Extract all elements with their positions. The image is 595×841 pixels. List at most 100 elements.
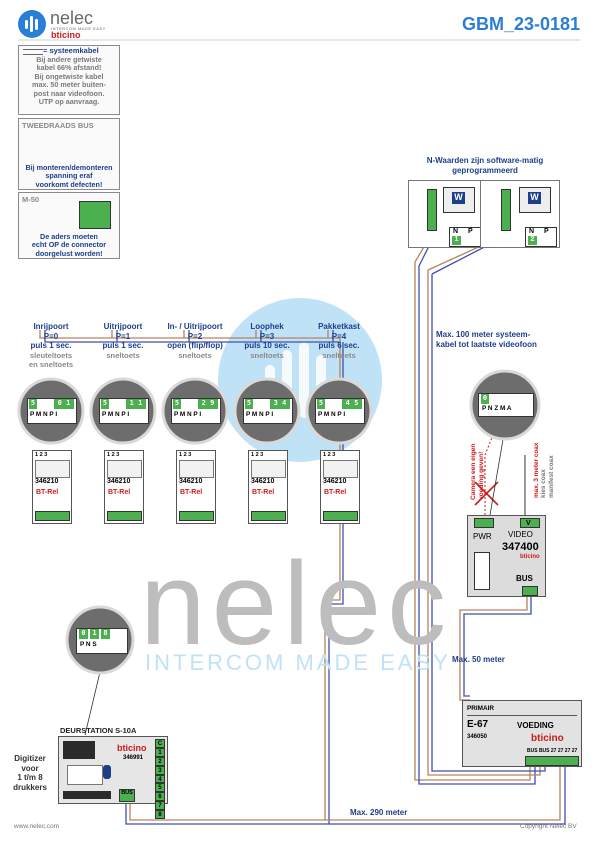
relay-model: 346210	[251, 478, 275, 485]
psu-brand: bticino	[531, 733, 564, 744]
door-zoom-letters: P N S	[80, 641, 97, 648]
psu-primair: PRIMAIR	[467, 705, 494, 712]
relay-bus-connector	[179, 511, 214, 521]
cable-note-line: kabel 66% afstand!	[36, 63, 102, 73]
relay-zoom-code-3: 5 3 4 P M N P I	[243, 398, 293, 424]
relay-zoom-code-1: 5 1 1 P M N P I	[99, 398, 149, 424]
relay-indicator	[179, 460, 214, 478]
relay-title: Uitrijpoort	[103, 322, 143, 331]
digitizer-line: Digitizer	[14, 754, 46, 763]
relay-title: Pakketkast	[318, 322, 360, 331]
coax-note: max. 3 meter coax kies coax manifest coa…	[533, 420, 555, 498]
relay-indicator	[323, 460, 358, 478]
video-label: VIDEO	[508, 530, 533, 539]
watermark-brand: nelec	[140, 538, 453, 670]
m50-note-line: De aders moeten	[40, 232, 98, 241]
m50-note-title: M-50	[22, 195, 40, 204]
relay-title: Loophek	[250, 322, 284, 331]
m50-connector-icon	[79, 201, 111, 229]
relay-bus-connector	[35, 511, 70, 521]
cable-legend: = systeemkabel	[43, 46, 99, 55]
relay-module: 1 2 3 346210 BT-Rel	[32, 450, 72, 524]
relay-label-4: Pakketkast P=4 puls 6 sec. sneltoets	[303, 322, 375, 360]
relay-keys: sneltoets	[178, 350, 212, 360]
v-label: V	[526, 520, 531, 527]
footer-website[interactable]: www.nelec.com	[14, 823, 60, 830]
coax-note-line: kies coax	[540, 469, 548, 498]
camera-note-line: voeding geven!	[477, 451, 485, 500]
relay-config-letters: P M N P I	[102, 411, 130, 418]
brand-tagline: INTERCOM MADE EASY	[51, 26, 106, 31]
relay-indicator	[107, 460, 142, 478]
monitor-n-value: 1	[452, 236, 461, 245]
digitizer-note: Digitizer voor 1 t/m 8 drukkers	[10, 754, 50, 792]
relay-pulse: puls 1 sec.	[102, 341, 144, 351]
relay-code-right: 1 1	[126, 399, 146, 409]
relay-label-1: Uitrijpoort P=1 puls 1 sec. sneltoets	[87, 322, 159, 360]
relay-indicator	[251, 460, 286, 478]
door-display	[63, 741, 95, 759]
relay-keys: sneltoets	[106, 350, 140, 360]
door-connector	[63, 791, 111, 799]
psu-terminals: BUS BUS 27 27 27 27	[527, 748, 578, 754]
watermark-tagline: INTERCOM MADE EASY	[145, 650, 451, 675]
sub-brand: bticino	[51, 30, 81, 40]
door-model: 346991	[123, 755, 144, 761]
video-model: 347400	[502, 541, 539, 553]
door-terminal: 8	[155, 810, 165, 820]
video-config-block	[474, 552, 490, 590]
monitor-screen-letter: W	[452, 192, 465, 204]
relay-code-right: 3 4	[270, 399, 290, 409]
relay-model: 346210	[179, 478, 203, 485]
relay-module-label: BT-Rel	[36, 489, 59, 496]
relay-keys: sleuteltoets	[29, 350, 73, 360]
door-terminal: 4	[155, 774, 165, 784]
monitor-screen-letter: W	[528, 192, 541, 204]
relay-bus-connector	[323, 511, 358, 521]
relay-terminals: 1 2 3	[35, 452, 48, 458]
monitor-p-label: P	[544, 228, 549, 235]
relay-module: 1 2 3 346210 BT-Rel	[176, 450, 216, 524]
relay-param: P=0	[43, 331, 59, 341]
monitor-screen: W	[519, 187, 551, 213]
door-bus-label: BUS	[119, 789, 135, 802]
relay-keys: en sneltoets	[28, 360, 74, 370]
monitor-2: W N P 2	[480, 180, 560, 248]
monitor-n-label: N	[529, 228, 535, 235]
door-dip-switch	[67, 765, 103, 785]
relay-zoom-code-0: 5 0 1 P M N P I	[27, 398, 77, 424]
relay-bus-connector	[251, 511, 286, 521]
bus-note-title: TWEEDRAADS BUS	[22, 121, 94, 130]
m50-note-line: doorgelust worden!	[35, 248, 103, 258]
door-terminal: C	[155, 739, 165, 748]
cable-note-line: UTP op aanvraag.	[38, 97, 100, 107]
monitor-n-value: 2	[528, 236, 537, 245]
door-terminal: 6	[155, 792, 165, 802]
relay-param: P=4	[331, 331, 347, 341]
relay-config-letters: P M N P I	[318, 411, 346, 418]
monitors-title: N-Waarden zijn software-matig	[426, 156, 544, 165]
monitor-1: W N P 1	[408, 180, 482, 248]
video-brand: bticino	[520, 554, 540, 560]
monitor-config: N P 1	[449, 227, 481, 247]
door-code: 8	[101, 629, 110, 639]
door-station-title: DEURSTATION S-10A	[60, 726, 137, 735]
relay-bus-cables	[39, 330, 566, 825]
door-code: 0	[79, 629, 88, 639]
bus-connector	[522, 586, 538, 596]
relay-param: P=1	[115, 331, 131, 341]
relay-label-0: Inrijpoort P=0 puls 1 sec. sleuteltoets …	[15, 322, 87, 370]
m50-note: M-50 De aders moeten echt OP de connecto…	[18, 192, 120, 259]
relay-terminals: 1 2 3	[179, 452, 192, 458]
relay-config-letters: P M N P I	[30, 411, 58, 418]
doc-code: GBM_23-0181	[462, 14, 581, 34]
pwr-label: PWR	[473, 532, 492, 541]
video-zoom-value: 0	[481, 394, 489, 404]
video-zoom-letters: P N Z M A	[482, 405, 512, 412]
relay-indicator	[35, 460, 70, 478]
relay-title: In- / Uitrijpoort	[167, 322, 223, 331]
relay-keys: sneltoets	[322, 350, 356, 360]
relay-code-left: 5	[173, 399, 181, 409]
relay-code-left: 5	[101, 399, 109, 409]
max-50-label: Max. 50 meter	[452, 655, 505, 664]
